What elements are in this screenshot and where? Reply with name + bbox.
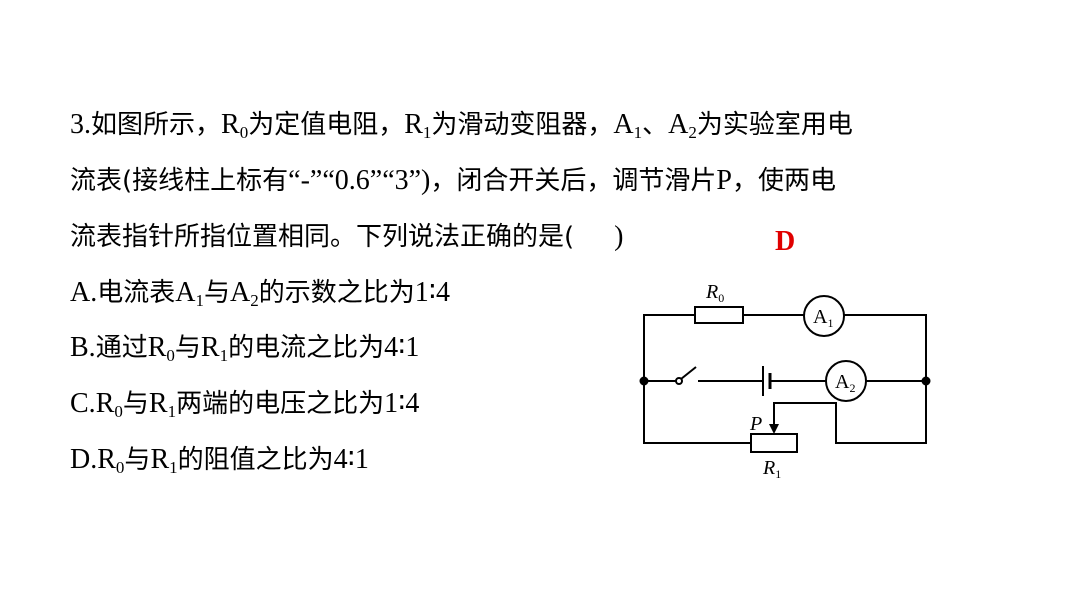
wires bbox=[643, 314, 927, 444]
question-line-1: 3.如图所示，R0为定值电阻，R1为滑动变阻器，A1、A2为实验室用电 bbox=[70, 109, 853, 142]
label-r1: R1 bbox=[762, 457, 781, 481]
label-r0: R0 bbox=[705, 281, 724, 305]
slider-arrow-icon bbox=[769, 424, 779, 434]
option-b: B.通过R0与R1的电流之比为4∶1 bbox=[70, 332, 420, 365]
resistor-r0 bbox=[694, 306, 744, 324]
label-a2: A2 bbox=[835, 371, 855, 395]
junction-left bbox=[639, 376, 649, 386]
option-d: D.R0与R1的阻值之比为4∶1 bbox=[70, 444, 369, 477]
option-a: A.电流表A1与A2的示数之比为1∶4 bbox=[70, 277, 451, 310]
option-c: C.R0与R1两端的电压之比为1∶4 bbox=[70, 388, 420, 421]
junction-right bbox=[921, 376, 931, 386]
question-line-3: 流表指针所指位置相同。下列说法正确的是() bbox=[70, 221, 624, 252]
rheostat-r1 bbox=[750, 433, 798, 453]
battery bbox=[762, 366, 772, 396]
ammeter-a1 bbox=[803, 295, 845, 337]
question-line-2: 流表(接线柱上标有“-”“0.6”“3”)，闭合开关后，调节滑片P，使两电 bbox=[70, 165, 836, 196]
answer-label: D bbox=[775, 226, 796, 257]
label-a1: A1 bbox=[813, 306, 833, 330]
switch bbox=[675, 366, 697, 385]
ammeter-a2 bbox=[825, 360, 867, 402]
label-p: P bbox=[749, 413, 762, 435]
